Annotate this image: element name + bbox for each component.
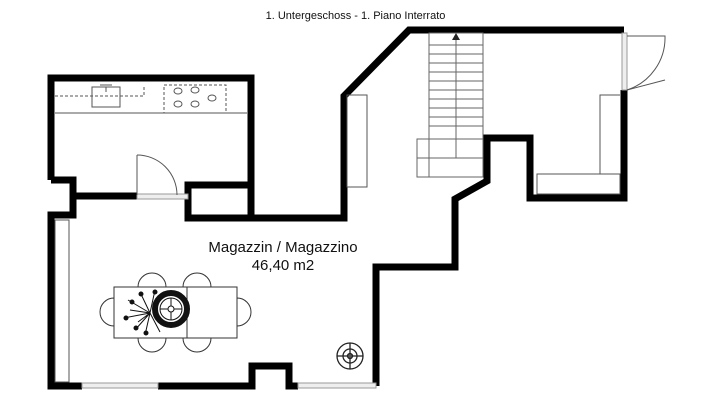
- room-area: 46,40 m2: [251, 257, 315, 274]
- room-label: Magazzin / Magazzino 46,40 m2: [183, 239, 383, 275]
- staircase: [416, 32, 484, 178]
- dining-table: [99, 272, 252, 353]
- middle-cabinet: [346, 94, 368, 188]
- kitchen-counter: [55, 84, 247, 114]
- round-ring-icon: [152, 290, 190, 328]
- right-room-cabinets: [536, 94, 621, 195]
- plant-icon: [123, 289, 161, 336]
- windows: [81, 32, 628, 389]
- door-swings: [136, 35, 666, 196]
- left-cabinet: [54, 219, 70, 383]
- floor-title: 1. Untergeschoss - 1. Piano Interrato: [265, 10, 446, 22]
- floor-drain-icon: [336, 342, 364, 370]
- walls: [47, 26, 628, 390]
- room-name: Magazzin / Magazzino: [208, 239, 358, 256]
- stair-arrow-icon: [452, 33, 460, 40]
